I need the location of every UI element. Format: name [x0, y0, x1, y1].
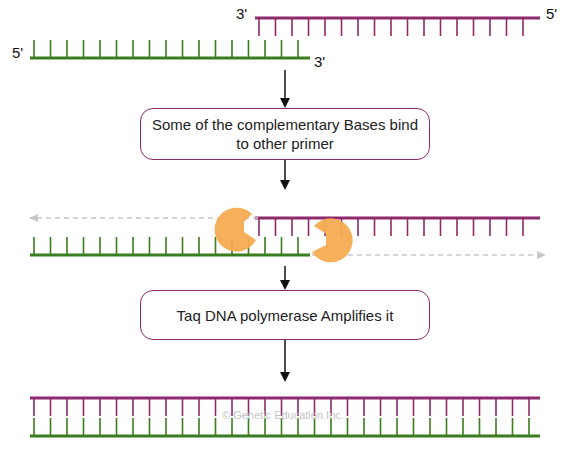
watermark: © Genetic Education Inc.: [222, 409, 344, 421]
strand-backbone: [255, 217, 540, 220]
strand-end-label: 3': [236, 5, 247, 22]
strand-end-label: 3': [314, 53, 325, 70]
base-ticks: [259, 18, 523, 36]
dna-strands: [30, 18, 540, 436]
process-box: Some of the complementary Bases bind to …: [140, 108, 430, 160]
base-ticks: [259, 218, 523, 236]
strand-backbone: [30, 254, 310, 257]
step-text: Some of the complementary Bases bind to …: [151, 115, 419, 153]
strand-backbone: [255, 17, 540, 20]
flow-arrow: [284, 70, 286, 106]
base-ticks: [34, 40, 298, 58]
base-ticks: [34, 237, 298, 255]
flow-arrow: [284, 340, 286, 380]
strand-end-label: 5': [546, 5, 557, 22]
flow-arrow: [284, 160, 286, 188]
strand-end-label: 5': [12, 44, 23, 61]
polymerase-shape: [215, 208, 256, 252]
polymerase-shape: [312, 218, 353, 262]
flow-arrow: [284, 266, 286, 288]
step-text: Taq DNA polymerase Amplifies it: [177, 306, 394, 325]
process-box: Taq DNA polymerase Amplifies it: [140, 290, 430, 340]
strand-backbone: [30, 57, 310, 60]
